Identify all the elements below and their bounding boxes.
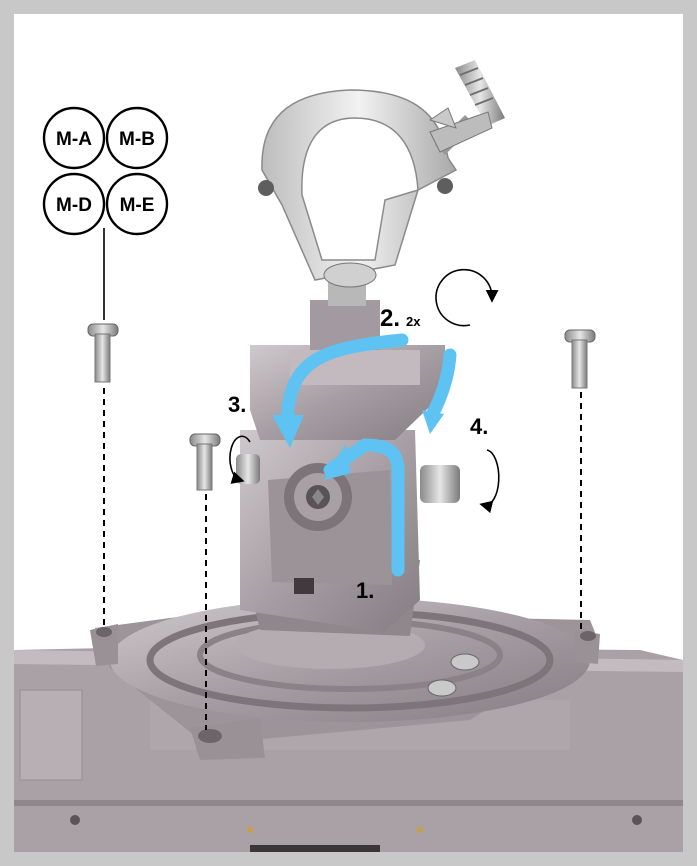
screw-icon — [88, 324, 118, 382]
mount-label-m-b: M-B — [119, 129, 155, 150]
mount-label-group: M-A M-B M-D M-E — [44, 108, 167, 234]
screw-icon — [190, 434, 220, 490]
mount-label-m-d: M-D — [56, 195, 92, 216]
mount-label-m-a: M-A — [56, 129, 92, 150]
step-1-label: 1. — [356, 578, 374, 603]
screw-icon — [565, 330, 595, 388]
mount-label-m-e: M-E — [120, 195, 155, 216]
step-2-note: 2x — [406, 314, 421, 329]
step-3-label: 3. — [228, 392, 246, 417]
step-4-label: 4. — [470, 414, 488, 439]
step-2-label: 2. — [380, 305, 400, 332]
